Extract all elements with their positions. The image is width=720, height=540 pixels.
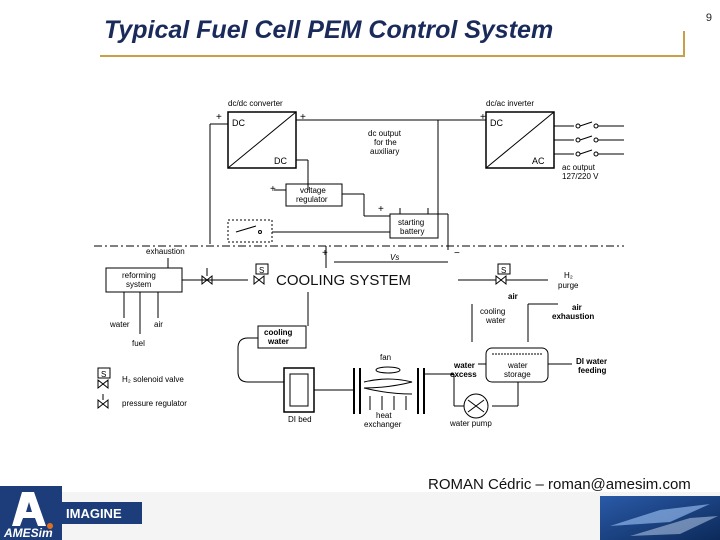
- svg-text:S: S: [259, 266, 264, 275]
- slide-title: Typical Fuel Cell PEM Control System: [104, 16, 554, 44]
- cooling-water-left-1: cooling: [264, 328, 293, 337]
- svg-text:S: S: [101, 370, 106, 379]
- svg-text:−: −: [454, 248, 460, 259]
- water-storage-label-2: storage: [504, 370, 531, 379]
- ac-output-label-1: ac output: [562, 163, 596, 172]
- h2-purge-label-2: purge: [558, 281, 579, 290]
- cooling-water-top-1: cooling: [480, 307, 505, 316]
- starting-battery-label-1: starting: [398, 218, 424, 227]
- footer-author: ROMAN Cédric – roman@amesim.com: [428, 476, 691, 493]
- water-excess-label-1: water: [453, 361, 475, 370]
- di-bed-box: [283, 367, 315, 413]
- fuel-cell-diagram: dc/dc converter DC DC + + dc output for …: [94, 99, 624, 429]
- di-water-feeding-2: feeding: [578, 366, 607, 375]
- ac-output-label-2: 127/220 V: [562, 172, 599, 181]
- dcac-inverter-label: dc/ac inverter: [486, 99, 534, 108]
- heat-exchanger-label-1: heat: [376, 411, 392, 420]
- dc-output-label-2: for the: [374, 138, 397, 147]
- heat-exchanger-label-2: exchanger: [364, 420, 402, 429]
- dcdc-converter-box: [227, 111, 297, 169]
- dcdc-dc-top: DC: [232, 118, 245, 128]
- starting-battery-box: [389, 213, 439, 239]
- water-storage-label-1: water: [507, 361, 528, 370]
- air-label: air: [508, 292, 518, 301]
- svg-text:S: S: [501, 266, 506, 275]
- water-storage-box: [485, 347, 549, 383]
- fuel-label: fuel: [132, 339, 145, 348]
- voltage-regulator-label-1: voltage: [300, 186, 326, 195]
- dcdc-converter-label: dc/dc converter: [228, 99, 283, 108]
- relay-box: [227, 219, 273, 243]
- water-pump-label: water pump: [449, 419, 492, 428]
- cooling-water-left-2: water: [267, 337, 289, 346]
- dcdc-dc-bottom: DC: [274, 156, 287, 166]
- svg-text:+: +: [300, 112, 306, 123]
- h2-purge-label-1: H₂: [564, 271, 573, 280]
- di-water-feeding-1: DI water: [576, 357, 607, 366]
- pressure-regulator-legend: pressure regulator: [122, 399, 187, 408]
- reforming-label-2: system: [126, 280, 152, 289]
- svg-text:+: +: [216, 112, 222, 123]
- fan-label: fan: [380, 353, 391, 362]
- amesim-logo: AMESim: [0, 486, 62, 540]
- dc-output-label-3: auxiliary: [370, 147, 399, 156]
- di-bed-label: DI bed: [288, 415, 312, 424]
- air-exhaustion-1: air: [572, 303, 582, 312]
- svg-text:+: +: [480, 112, 486, 123]
- corner-decoration: [600, 496, 720, 540]
- title-underline: [100, 55, 684, 57]
- water-in-label: water: [109, 320, 130, 329]
- cooling-water-top-2: water: [485, 316, 506, 325]
- water-excess-label-2: excess: [450, 370, 477, 379]
- cooling-system-label: COOLING SYSTEM: [274, 272, 414, 289]
- title-underline-vertical: [683, 31, 685, 57]
- svg-text:+: +: [378, 204, 384, 215]
- svg-text:+: +: [270, 184, 276, 195]
- dcac-dc: DC: [490, 118, 503, 128]
- voltage-regulator-box: [285, 183, 343, 207]
- air-in-label: air: [154, 320, 163, 329]
- dcac-ac: AC: [532, 156, 545, 166]
- reforming-label-1: reforming: [122, 271, 156, 280]
- vs-label: Vs: [390, 253, 399, 262]
- cooling-water-left-box: [257, 325, 307, 349]
- starting-battery-label-2: battery: [400, 227, 424, 236]
- amesim-logo-text: AMESim: [3, 526, 53, 540]
- page-number: 9: [705, 12, 712, 24]
- air-exhaustion-2: exhaustion: [552, 312, 594, 321]
- imagine-logo: IMAGINE: [62, 502, 142, 524]
- imagine-logo-text: IMAGINE: [66, 506, 122, 521]
- voltage-regulator-label-2: regulator: [296, 195, 328, 204]
- h2-solenoid-legend: H₂ solenoid valve: [122, 375, 184, 384]
- dc-output-label-1: dc output: [368, 129, 402, 138]
- svg-text:+: +: [322, 248, 328, 259]
- exhaustion-label: exhaustion: [146, 247, 185, 256]
